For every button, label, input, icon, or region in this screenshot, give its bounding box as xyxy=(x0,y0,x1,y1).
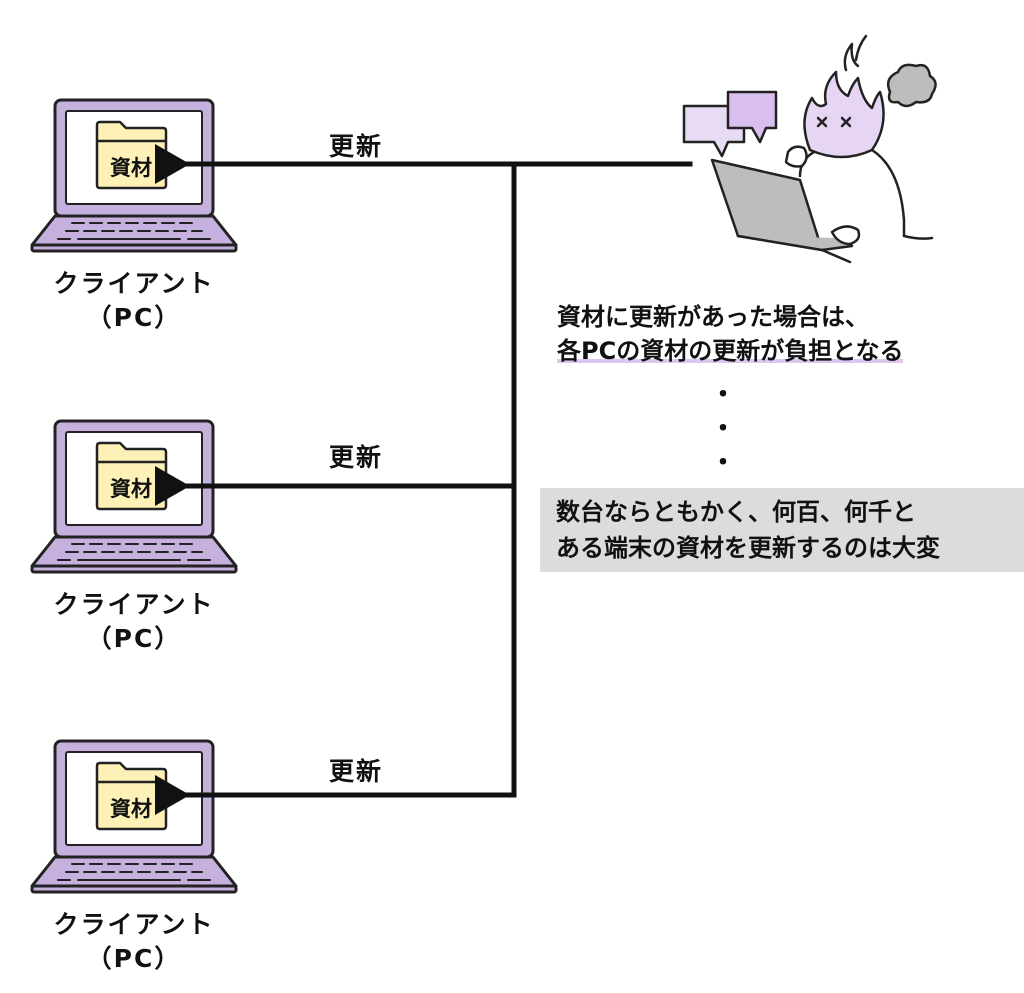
connector-lines xyxy=(155,144,693,815)
conclusion-box: 数台ならともかく、何百、何千と ある端末の資材を更新するのは大変 xyxy=(540,488,1024,572)
client-name: クライアント xyxy=(53,590,215,619)
update-label-3: 更新 xyxy=(329,757,384,786)
client-laptop-1: 資材 xyxy=(30,98,238,253)
client-laptop-2: 資材 xyxy=(30,419,238,574)
client-name: クライアント xyxy=(53,910,215,939)
client-name: クライアント xyxy=(53,269,215,298)
client-laptop-3: 資材 xyxy=(30,739,238,894)
dot: ・ xyxy=(710,414,737,444)
client-type: （PC） xyxy=(86,624,182,653)
folder-label: 資材 xyxy=(110,797,152,821)
speech-bubble-icon xyxy=(726,90,778,144)
flame-head-icon xyxy=(803,70,885,159)
burden-note: 資材に更新があった場合は、 各PCの資材の更新が負担となる xyxy=(557,300,904,368)
conclusion-line-1: 数台ならともかく、何百、何千と xyxy=(556,498,916,526)
client-type: （PC） xyxy=(86,303,182,332)
client-label-1: クライアント （PC） xyxy=(4,267,264,335)
admin-laptop-icon xyxy=(710,158,824,252)
update-label-1: 更新 xyxy=(329,132,384,161)
update-label-2: 更新 xyxy=(329,443,384,472)
note-line-1: 資材に更新があった場合は、 xyxy=(557,303,869,331)
stressed-admin-illustration xyxy=(682,34,937,264)
steam-cloud-icon xyxy=(887,63,937,108)
client-label-3: クライアント （PC） xyxy=(4,908,264,976)
folder-label: 資材 xyxy=(110,156,152,180)
conclusion-line-2: ある端末の資材を更新するのは大変 xyxy=(556,534,940,562)
note-line-2: 各PCの資材の更新が負担となる xyxy=(557,337,904,365)
folder-label: 資材 xyxy=(110,477,152,501)
dot: ・ xyxy=(710,448,737,478)
dot: ・ xyxy=(710,380,737,410)
client-label-2: クライアント （PC） xyxy=(4,588,264,656)
client-type: （PC） xyxy=(86,944,182,973)
ellipsis-dots: ・ ・ ・ xyxy=(710,378,737,480)
